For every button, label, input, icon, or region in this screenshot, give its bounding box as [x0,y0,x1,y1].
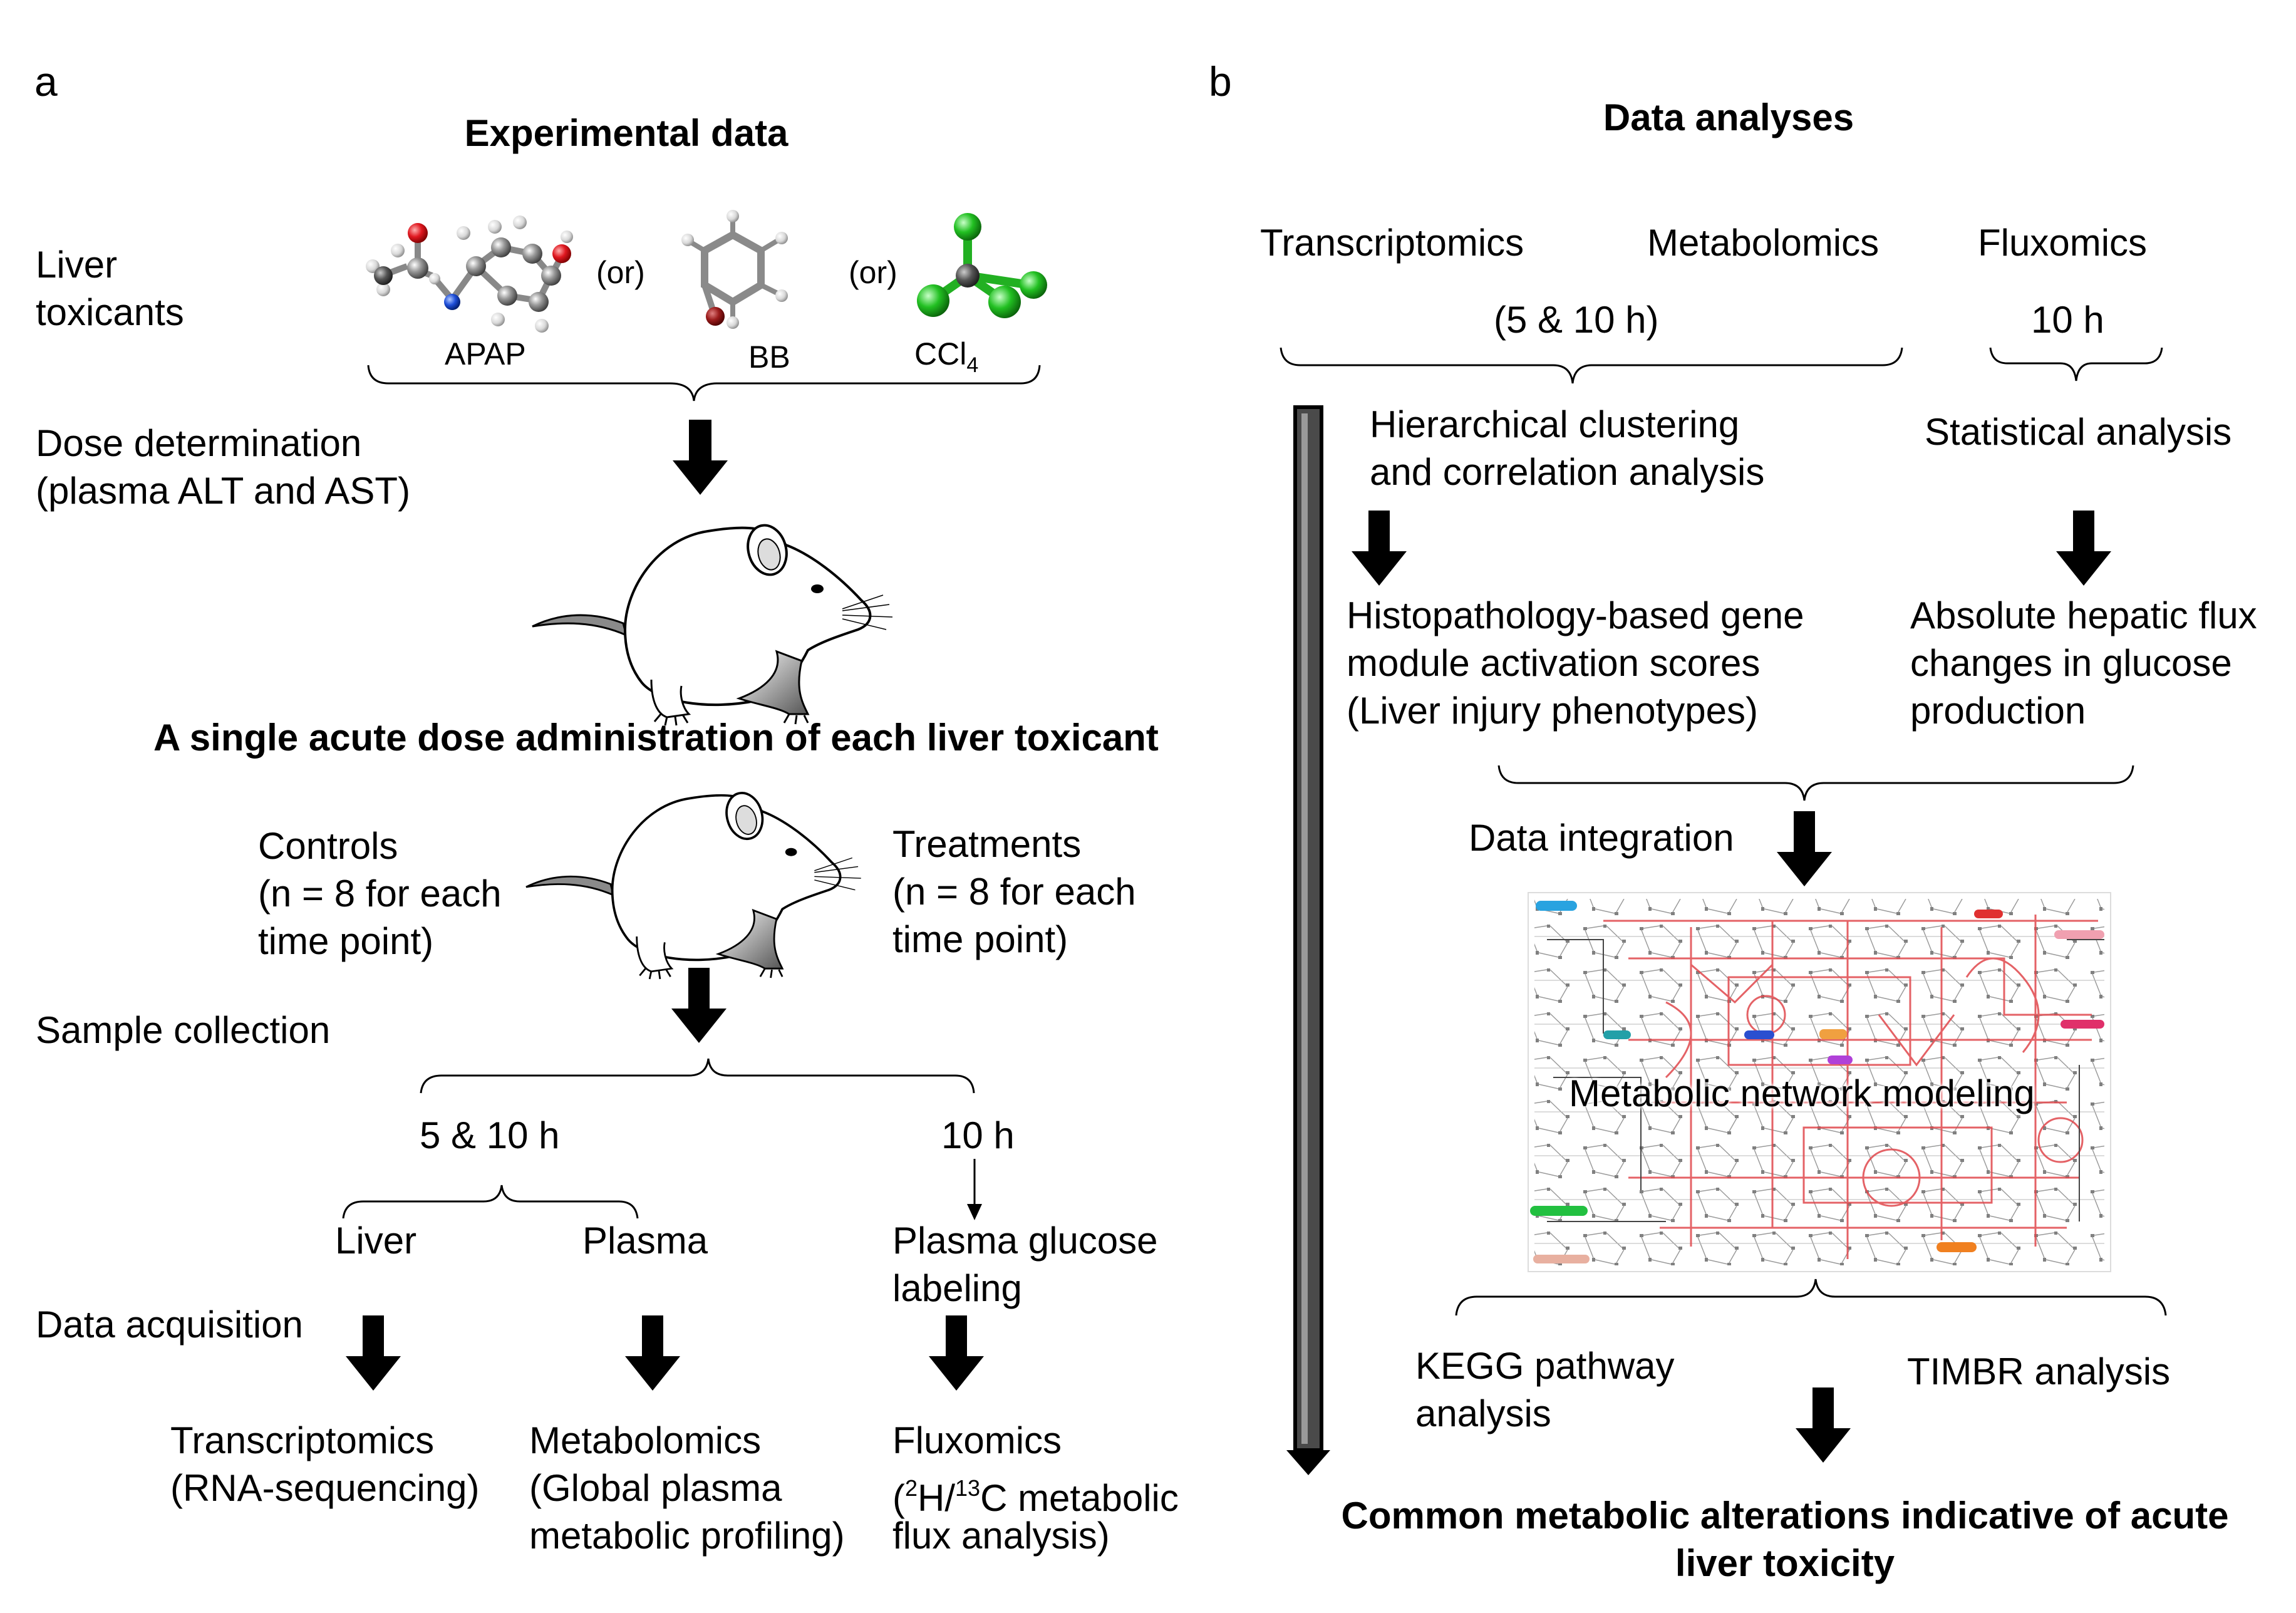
data-integration-label: Data integration [1469,817,1734,859]
time-10-label-a: 10 h [941,1114,1015,1156]
sample-brace [420,1058,975,1094]
kegg-label: KEGG pathway analysis [1415,1345,1675,1434]
plasma-label: Plasma [582,1220,708,1262]
plasma-glucose-label: Plasma glucose labeling [892,1220,1158,1309]
mouse-illustration-1 [531,519,894,727]
fluxomics-sup-2: 2 [904,1475,918,1501]
arrow-hierarchical [1352,511,1407,586]
metabolic-network-label: Metabolic network modeling [1569,1072,2035,1114]
data-acquisition-label: Data acquisition [36,1304,303,1346]
apap-label: APAP [445,336,526,371]
dose-determination-label: Dose determination (plasma ALT and AST) [36,422,411,512]
arrow-statistical [2056,511,2111,586]
single-dose-heading: A single acute dose administration of ea… [153,717,1159,759]
histopathology-label: Histopathology-based gene module activat… [1347,594,1804,732]
treatments-label: Treatments (n = 8 for each time point) [892,823,1136,960]
analysis-brace [1455,1278,2167,1316]
controls-label: Controls (n = 8 for each time point) [258,825,502,962]
ccl4-label: CCl4 [914,335,978,384]
panel-a-letter: a [34,58,58,105]
thin-arrow-10h [967,1159,982,1220]
liver-label: Liver [335,1220,417,1262]
arrow-to-sample-collection [671,968,727,1043]
metabolomics-b-label: Metabolomics [1647,222,1880,264]
fluxomics-brace [1989,347,2163,381]
panel-a-title: Experimental data [464,112,789,154]
transcriptomics-b-label: Transcriptomics [1260,222,1524,264]
fluxomics-a-title: Fluxomics [892,1419,1062,1461]
transcriptomics-a-label: Transcriptomics (RNA-sequencing) [170,1419,480,1509]
absolute-flux-label: Absolute hepatic flux changes in glucose… [1910,594,2257,732]
arrow-data-integration [1777,811,1832,886]
time-5-10-b-label: (5 & 10 h) [1494,299,1659,341]
conclusion-heading: Common metabolic alterations indicative … [1341,1495,2229,1584]
sample-collection-label: Sample collection [36,1009,331,1051]
ccl4-subscript: 4 [966,353,979,377]
fluxomics-paren: ( [892,1477,905,1519]
omics-brace [1280,347,1903,384]
ccl4-molecule [917,213,1047,318]
or-label-1: (or) [596,255,645,290]
tissue-brace [342,1185,639,1219]
overall-flow-arrow [1286,405,1330,1475]
metabolic-network-map [1528,892,2111,1272]
panel-b-letter: b [1209,58,1232,105]
fluxomics-h: H/ [918,1477,956,1519]
arrow-to-dose [673,420,728,495]
metabolomics-a-label: Metabolomics (Global plasma metabolic pr… [529,1419,845,1557]
arrow-transcriptomics [346,1315,401,1391]
or-label-2: (or) [849,255,897,290]
apap-molecule [366,215,573,333]
time-5-10-label: 5 & 10 h [420,1114,560,1156]
fluxomics-sup-13: 13 [955,1475,981,1501]
fluxomics-c: C metabolic [980,1477,1179,1519]
statistical-analysis-label: Statistical analysis [1925,411,2232,453]
bb-label: BB [748,340,790,375]
fluxomics-b-label: Fluxomics [1978,222,2148,264]
integration-brace [1497,765,2134,801]
mouse-illustration-2 [525,787,862,980]
toxicant-brace [367,365,1041,402]
arrow-conclusion [1796,1387,1851,1463]
ccl4-text: CCl [914,336,967,371]
panel-b-title: Data analyses [1603,96,1854,138]
time-10-b-label: 10 h [2031,299,2104,341]
arrow-metabolomics [625,1315,680,1391]
liver-toxicants-label: Liver toxicants [36,244,184,333]
bb-molecule [681,210,788,329]
fluxomics-a-line3: flux analysis) [892,1515,1110,1557]
fluxomics-a-method: (2H/13C metabolic [892,1465,1179,1522]
timbr-label: TIMBR analysis [1907,1351,2171,1393]
arrow-fluxomics [929,1315,984,1391]
hierarchical-clustering-label: Hierarchical clustering and correlation … [1370,403,1765,493]
